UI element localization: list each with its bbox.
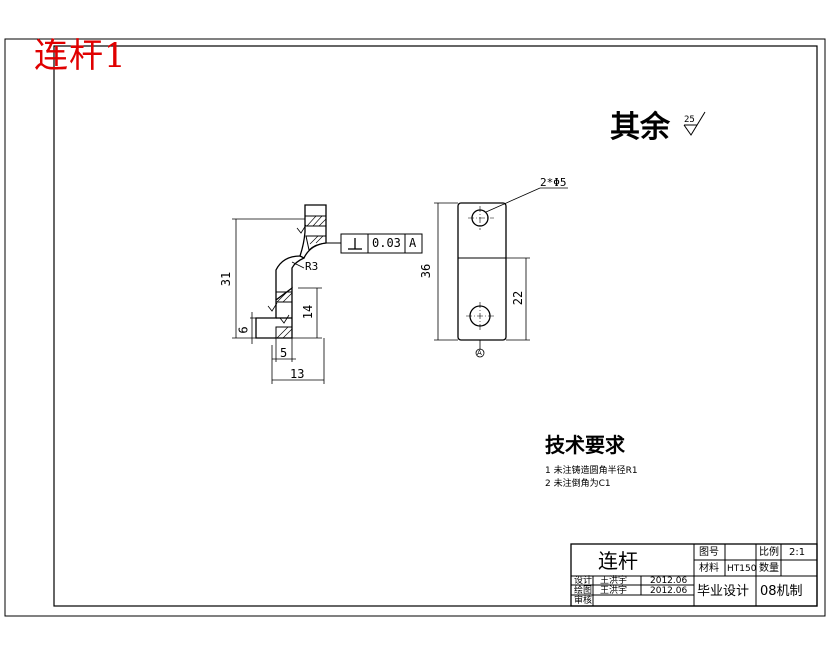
tb-project: 毕业设计 [697, 584, 750, 599]
tolerance-frame [326, 233, 423, 254]
hole-callout: 2*Φ5 [540, 176, 567, 189]
tb-material-value: HT150 [727, 564, 757, 574]
tb-scale-label: 比例 [759, 547, 779, 558]
tb-designed-date: 2012.06 [650, 576, 688, 586]
tb-designer: 王洪宇 [600, 576, 628, 586]
tolerance-value: 0.03 [372, 236, 401, 250]
dim-overall-height: 31 [219, 271, 234, 287]
tech-requirement-item: 2 未注倒角为C1 [545, 479, 611, 489]
inner-frame [53, 45, 818, 607]
tech-requirements-title: 技术要求 [545, 433, 625, 457]
front-view-dimensions [434, 187, 568, 358]
tb-class: 08机制 [760, 584, 803, 599]
roughness-symbol-icon [683, 111, 706, 136]
tb-quantity-label: 数量 [759, 563, 779, 574]
tb-checked-label: 审核 [574, 596, 593, 606]
side-view-dimensions [232, 218, 325, 384]
tb-part-name: 连杆 [598, 549, 638, 573]
tb-material-label: 材料 [699, 563, 719, 574]
tb-designed-label: 设计 [574, 576, 593, 586]
datum-marker: A [477, 349, 482, 357]
roughness-value: 25 [684, 115, 695, 125]
tb-scale-value: 2:1 [789, 547, 806, 558]
dim-base-width: 13 [290, 367, 305, 381]
dim-foot-offset: 6 [236, 326, 251, 334]
dim-plate-length: 36 [419, 263, 434, 279]
dim-bend-radius: R3 [305, 260, 319, 273]
tolerance-datum: A [409, 236, 417, 250]
front-view [457, 202, 507, 341]
tb-drawing-no-label: 图号 [699, 547, 719, 558]
roughness-note: 其余 [610, 110, 670, 145]
tb-drawn-date: 2012.06 [650, 586, 688, 596]
front-view-centerlines [466, 206, 494, 330]
tb-drawn-label: 绘图 [574, 586, 593, 596]
local-roughness-icon [267, 224, 307, 324]
corner-title: 连杆1 [34, 36, 127, 76]
dim-hole-spacing: 22 [511, 290, 526, 306]
outer-frame [4, 38, 826, 617]
tech-requirement-item: 1 未注铸造圆角半径R1 [545, 466, 638, 476]
tb-drafter: 王洪宇 [600, 586, 628, 596]
dim-foot-width: 5 [280, 346, 288, 360]
hatch-sections [275, 215, 327, 339]
dim-slot-height: 14 [301, 304, 316, 320]
title-block [570, 543, 818, 607]
